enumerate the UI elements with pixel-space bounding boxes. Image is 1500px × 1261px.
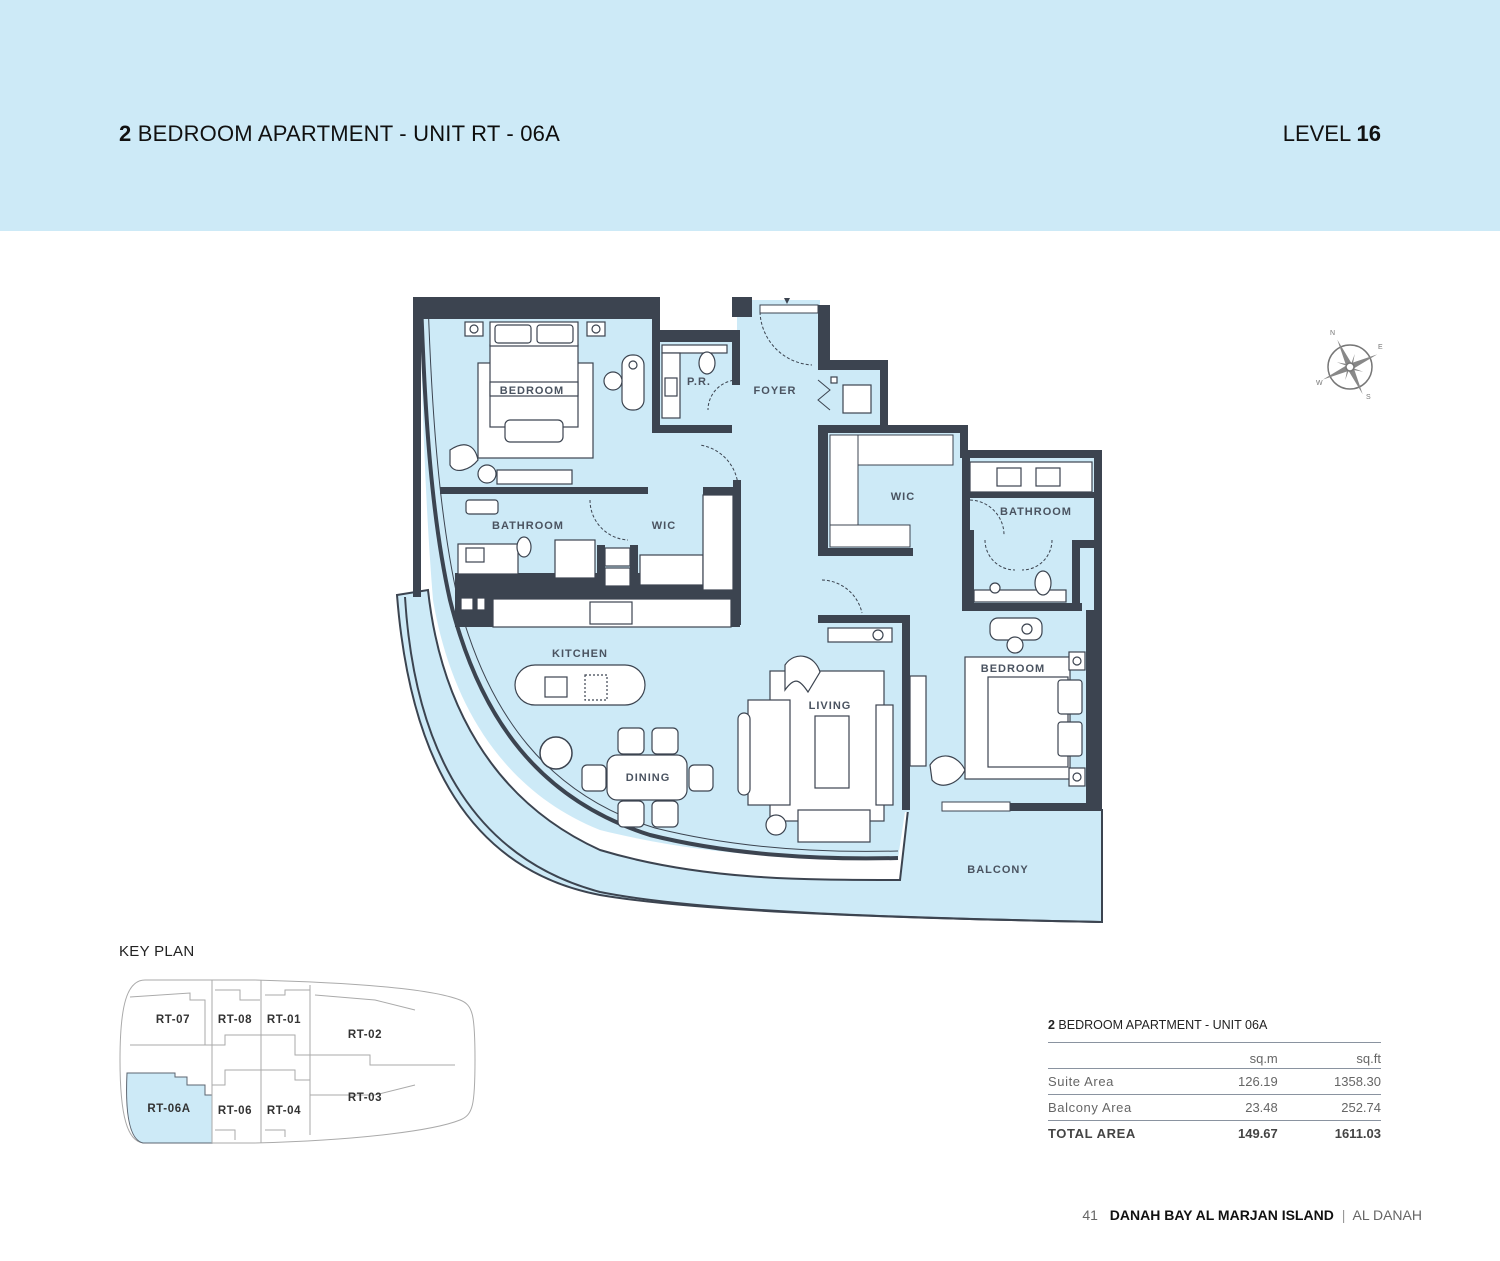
level-number: 16 [1356,121,1381,146]
table-total-row: TOTAL AREA 149.67 1611.03 [1048,1120,1381,1147]
label-living: LIVING [809,700,852,712]
area-title-type: BEDROOM APARTMENT - [1054,1018,1213,1032]
col-sqft: sq.ft [1356,1051,1381,1066]
key-unit-rt06: RT-06 [218,1105,252,1117]
row-label: Balcony Area [1048,1100,1132,1115]
row-sqm: 126.19 [1238,1074,1278,1089]
footer-separator: | [1341,1207,1346,1223]
label-bathroom-2: BATHROOM [1000,506,1072,518]
label-bedroom-1: BEDROOM [500,385,564,397]
label-wic-2: WIC [891,491,915,503]
label-wic-1: WIC [652,520,676,532]
wic-2-shelving [829,434,954,548]
compass-w: W [1316,380,1323,387]
title-type: BEDROOM APARTMENT - [137,121,414,146]
label-dining: DINING [626,772,671,784]
row-sqft: 1358.30 [1334,1074,1381,1089]
label-bedroom-2: BEDROOM [981,663,1045,675]
row-label: Suite Area [1048,1074,1114,1089]
table-row: Suite Area 126.19 1358.30 [1048,1068,1381,1095]
key-unit-rt04: RT-04 [267,1105,301,1117]
row-sqft: 252.74 [1341,1100,1381,1115]
level-indicator: LEVEL 16 [1283,121,1381,147]
key-unit-rt08: RT-08 [218,1014,252,1026]
page-number: 41 [1082,1207,1098,1223]
key-unit-rt01: RT-01 [267,1014,301,1026]
label-bathroom-1: BATHROOM [492,520,564,532]
level-label: LEVEL [1282,121,1357,146]
area-title-count: 2 [1048,1018,1055,1032]
key-plan: RT-07 RT-08 RT-01 RT-02 RT-06A RT-06 RT-… [119,979,476,1144]
living-furniture [737,627,894,843]
facade-glazing [419,299,899,861]
area-table: sq.m sq.ft Suite Area 126.19 1358.30 Bal… [1048,1042,1381,1147]
compass-s: S [1366,394,1371,401]
row-sqm: 23.48 [1245,1100,1278,1115]
key-unit-rt03: RT-03 [348,1092,382,1104]
area-title-unit: UNIT 06A [1212,1018,1268,1032]
key-unit-rt06a: RT-06A [147,1103,190,1115]
kitchen-fixtures [460,597,732,706]
label-kitchen: KITCHEN [552,648,608,660]
total-label: TOTAL AREA [1048,1126,1136,1142]
col-sqm: sq.m [1249,1051,1278,1066]
label-foyer: FOYER [754,385,797,397]
project-subname: AL DANAH [1352,1207,1422,1223]
header-band [0,0,1500,231]
key-plan-label: KEY PLAN [119,943,195,960]
key-plan-highlight-rt06a [126,1072,213,1144]
compass-icon: N E S W [1316,330,1383,401]
page-title: 2 BEDROOM APARTMENT - UNIT RT - 06A [119,121,560,147]
title-bedroom-count: 2 [119,121,132,146]
project-name: DANAH BAY AL MARJAN ISLAND [1109,1207,1334,1223]
label-powder-room: P.R. [687,376,711,388]
compass-n: N [1330,330,1335,337]
dining-furniture [581,727,714,828]
powder-room-fixtures [661,344,728,419]
table-header-row: sq.m sq.ft [1048,1042,1381,1069]
bedroom-2-furniture [909,617,1086,787]
area-summary: 2 BEDROOM APARTMENT - UNIT 06A sq.m sq.f… [1048,1018,1381,1147]
total-sqm: 149.67 [1238,1126,1278,1142]
bathroom-1-fixtures [457,494,734,591]
table-row: Balcony Area 23.48 252.74 [1048,1094,1381,1121]
total-sqft: 1611.03 [1334,1126,1381,1142]
bathroom-2-fixtures [969,461,1093,603]
key-unit-rt07: RT-07 [156,1014,190,1026]
compass-e: E [1378,344,1383,351]
page-footer: 41 DANAH BAY AL MARJAN ISLAND | AL DANAH [1082,1207,1422,1223]
title-unit: UNIT RT - 06A [413,121,560,146]
area-title: 2 BEDROOM APARTMENT - UNIT 06A [1048,1018,1381,1032]
label-balcony: BALCONY [967,864,1028,876]
col-label [1048,1043,1195,1069]
balcony-edge [404,596,1101,923]
key-unit-rt02: RT-02 [348,1029,382,1041]
bedroom-1-furniture [449,321,645,485]
